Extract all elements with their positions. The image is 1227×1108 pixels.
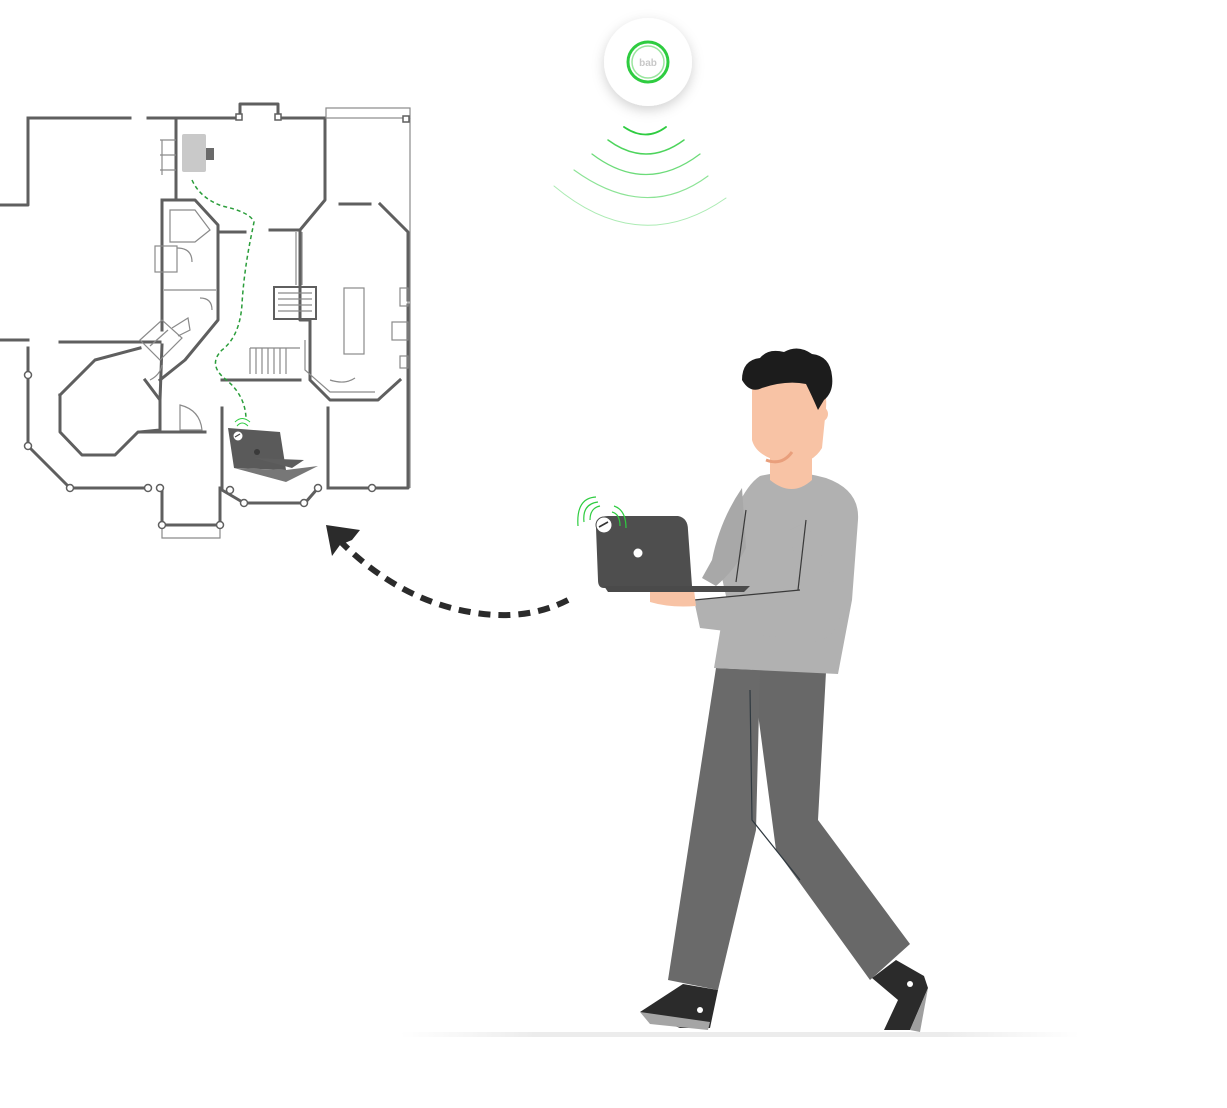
access-point-icon: bab (604, 18, 692, 106)
signal-path (191, 179, 255, 419)
floor-plan-details (139, 107, 411, 539)
wifi-signal-icon (553, 126, 727, 226)
laptop-wifi-icon (577, 496, 627, 529)
floor-plan-device-icon (182, 134, 214, 172)
ground-shadow (400, 1032, 1080, 1037)
floor-plan-laptop-icon (228, 418, 318, 482)
direction-arrow-icon (326, 525, 570, 619)
access-point-ring (626, 40, 670, 84)
access-point-logo: bab (639, 58, 657, 69)
person-illustration (640, 348, 928, 1032)
laptop-icon (577, 496, 750, 592)
floor-plan-columns (23, 113, 410, 530)
